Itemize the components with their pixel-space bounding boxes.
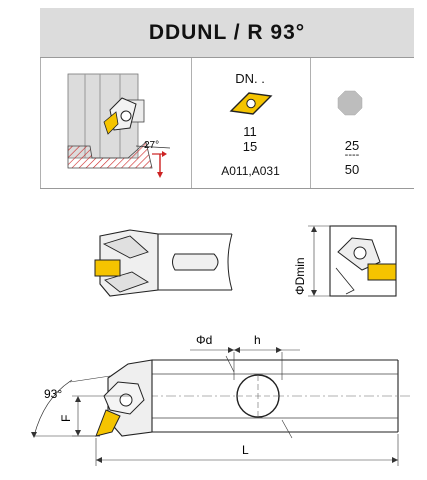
h-label: h xyxy=(254,333,261,347)
approach-angle-label: 93° xyxy=(44,387,62,401)
panel-divider-1 xyxy=(191,58,192,188)
insert-side-icon xyxy=(94,259,121,277)
tool-body-top xyxy=(94,229,233,297)
shank-size-bottom: 50 xyxy=(344,162,360,177)
angle-dimension xyxy=(31,375,111,438)
f-label: F xyxy=(59,415,73,422)
insert-holder-side xyxy=(95,381,145,437)
l-dimension xyxy=(95,434,399,466)
insert-end-icon xyxy=(367,263,397,281)
insert-code: DN. . xyxy=(235,71,265,86)
shank-size-top: 25 xyxy=(344,138,360,153)
insert-tip-side-icon xyxy=(95,409,121,437)
bar-body xyxy=(107,359,410,437)
shank-dashes: ---- xyxy=(344,149,360,161)
panel-divider-2 xyxy=(310,58,311,188)
f-dimension xyxy=(72,395,130,437)
insert-tip-icon xyxy=(103,111,119,135)
workpiece-hatch xyxy=(67,141,153,169)
feed-arrows-icon xyxy=(152,151,167,178)
tool-end-view xyxy=(329,225,397,297)
panel-left-border xyxy=(40,58,41,188)
insert-size-b: 15 xyxy=(242,139,258,154)
dmin-dimension xyxy=(308,225,332,297)
insert-grade: A011,A031 xyxy=(221,164,280,178)
diameter-label: Φd xyxy=(196,333,212,347)
page-title: DDUNL / R 93° xyxy=(148,21,306,44)
header-bar: DDUNL / R 93° xyxy=(40,8,414,58)
boring-schematic: 27° xyxy=(67,73,171,178)
insert-size-a: 11 xyxy=(243,124,257,139)
header-divider xyxy=(40,57,414,58)
angle-label: 27° xyxy=(144,140,159,151)
d-h-dimension xyxy=(190,347,300,439)
length-label: L xyxy=(242,443,249,457)
dmin-label: ΦDmin xyxy=(293,257,307,295)
